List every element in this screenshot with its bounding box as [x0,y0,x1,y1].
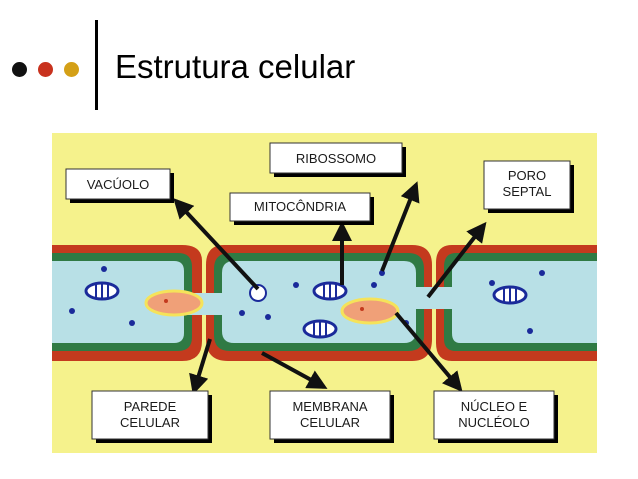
bullet-dot-yellow [64,62,79,77]
mitochondrion-right [492,285,528,305]
label-vacuolo-text: VACÚOLO [87,177,150,192]
label-nucleo-text-1: NÚCLEO E [461,399,528,414]
label-parede-text-1: PAREDE [124,399,177,414]
arrow-membrana [261,351,328,389]
bullet-dot-red [38,62,53,77]
label-vacuolo: VACÚOLO [65,168,174,203]
label-ribossomo: RIBOSSOMO [269,142,406,177]
nucleolus-left [164,299,168,303]
nucleus-middle [340,297,400,325]
arrow-poro [426,221,487,299]
mitochondrion-middle-top [312,281,348,301]
cytoplasm-right [452,261,597,343]
label-membrana-celular: MEMBRANA CELULAR [269,390,394,443]
nucleolus-middle [360,307,364,311]
bullet-dot-black [12,62,27,77]
cytoplasm-left [52,261,184,343]
label-ribossomo-text: RIBOSSOMO [296,151,376,166]
slide-title: Estrutura celular [115,48,356,85]
arrow-parede [189,338,212,395]
arrow-vacuolo [173,198,260,291]
label-nucleo-nucleolo: NÚCLEO E NUCLÉOLO [433,390,558,443]
nucleus-left [144,289,204,317]
label-poro-text-2: SEPTAL [503,184,552,199]
label-nucleo-text-2: NUCLÉOLO [458,415,530,430]
label-poro-septal: PORO SEPTAL [483,160,574,213]
cell-structure-diagram: VACÚOLO RIBOSSOMO MITOCÔNDRIA PORO SEPTA… [52,133,597,453]
label-poro-text-1: PORO [508,168,546,183]
label-mitocondria-text: MITOCÔNDRIA [254,199,347,214]
arrow-nucleo [394,311,463,393]
septal-pore-right [412,287,456,309]
vacuole [249,284,267,302]
label-parede-text-2: CELULAR [120,415,180,430]
label-membrana-text-2: CELULAR [300,415,360,430]
mitochondrion-middle-bottom [302,319,338,339]
arrow-ribossomo [380,181,420,272]
label-membrana-text-1: MEMBRANA [292,399,367,414]
label-parede-celular: PAREDE CELULAR [91,390,212,443]
title-divider [95,20,98,110]
label-mitocondria: MITOCÔNDRIA [229,192,374,225]
mitochondrion-left [84,281,120,301]
